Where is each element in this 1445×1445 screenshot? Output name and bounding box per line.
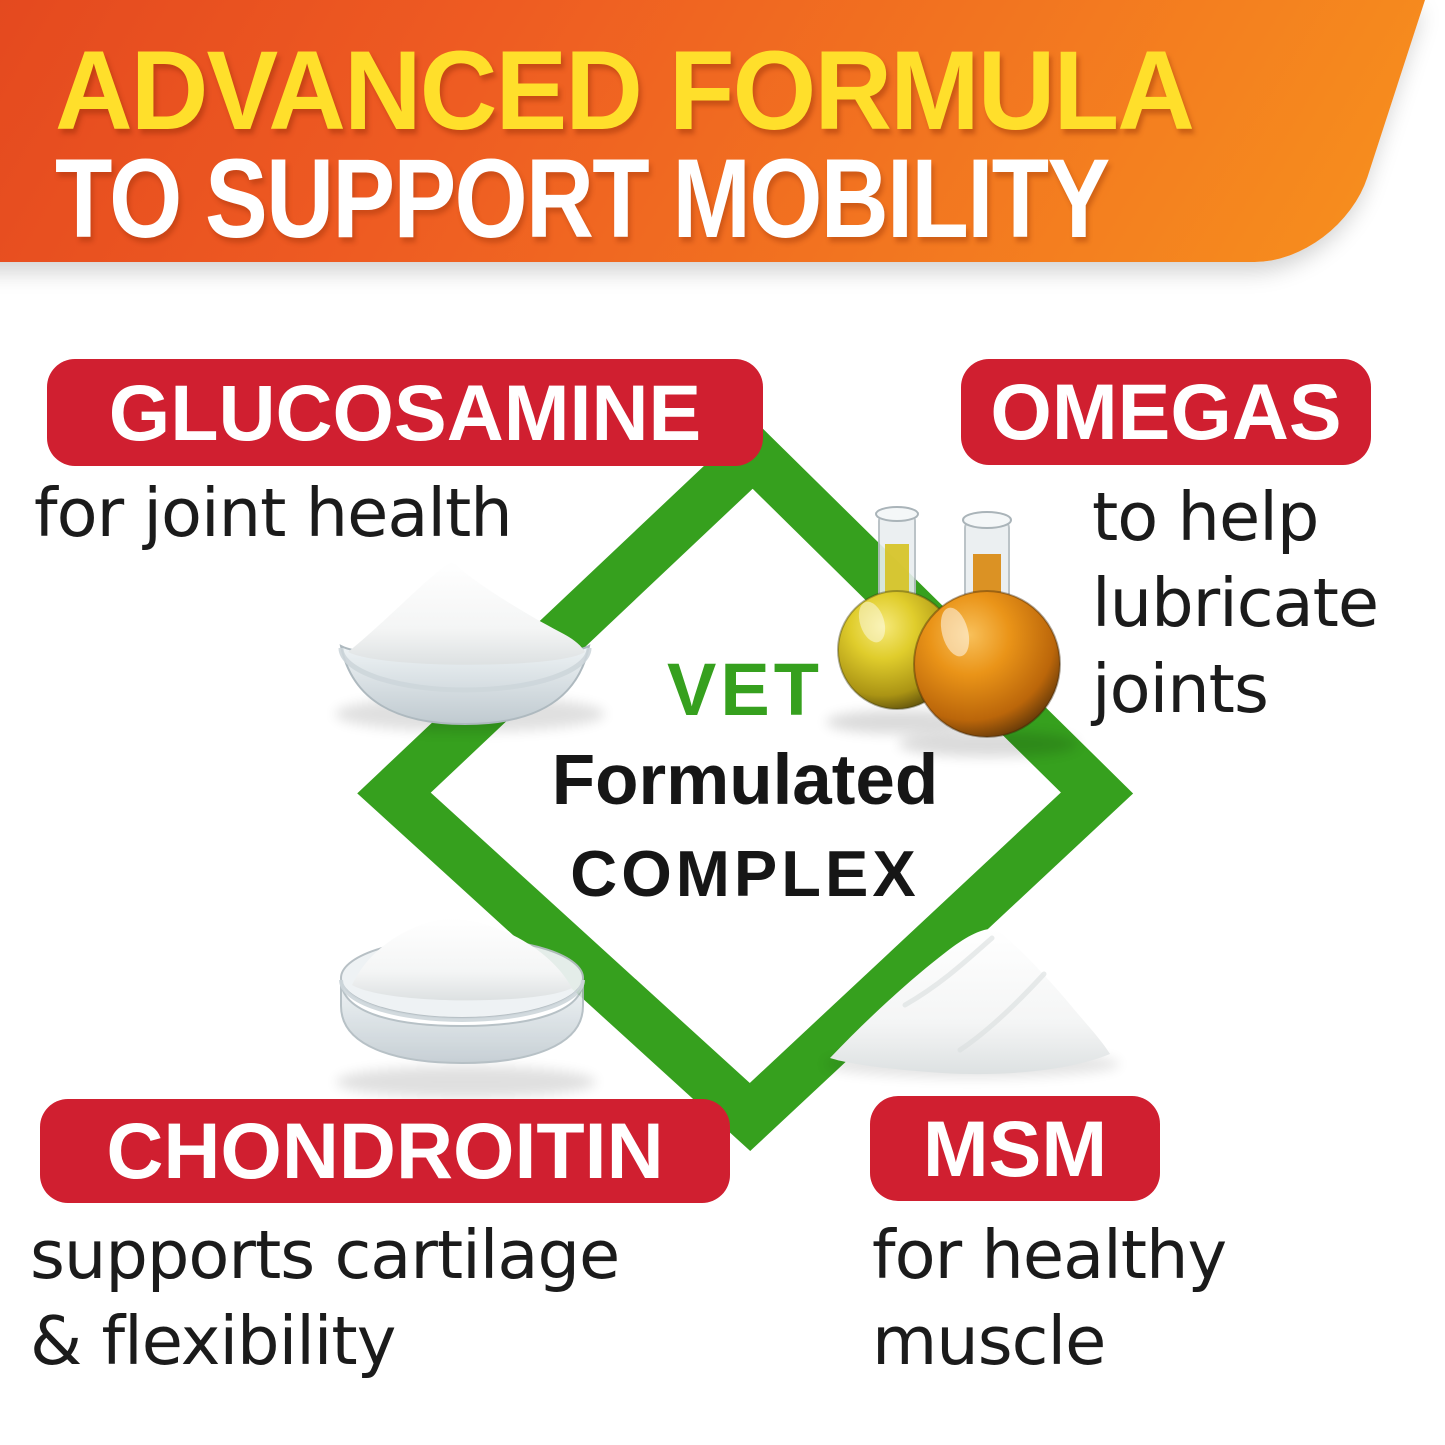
glucosamine-description: for joint health (34, 470, 513, 556)
msm-description: for healthy muscle (872, 1212, 1227, 1384)
description-line: supports cartilage (30, 1216, 620, 1294)
chondroitin-badge: CHONDROITIN (40, 1099, 730, 1203)
center-caption-complex: COMPLEX (570, 837, 920, 910)
description-line: muscle (872, 1302, 1106, 1380)
center-caption-formulated: Formulated (551, 741, 939, 820)
description-line: joints (1092, 650, 1269, 728)
description-line: to help (1092, 478, 1319, 556)
omegas-badge: OMEGAS (961, 359, 1371, 465)
description-line: & flexibility (30, 1302, 396, 1380)
glucosamine-powder-bowl-image (335, 561, 605, 732)
msm-powder-pile-image (824, 929, 1120, 1078)
omegas-description: to help lubricate joints (1092, 474, 1379, 732)
center-caption-vet: VET (667, 648, 823, 731)
header-banner: ADVANCED FORMULA TO SUPPORT MOBILITY (0, 0, 1425, 262)
header-banner-content: ADVANCED FORMULA TO SUPPORT MOBILITY (0, 0, 1425, 262)
msm-badge: MSM (870, 1096, 1160, 1201)
banner-subtitle: TO SUPPORT MOBILITY (54, 136, 1109, 261)
chondroitin-description: supports cartilage & flexibility (30, 1212, 620, 1384)
chondroitin-powder-dish-image (336, 918, 596, 1098)
center-caption: VET Formulated COMPLEX (445, 650, 1045, 910)
description-line: for joint health (34, 474, 513, 552)
glucosamine-badge: GLUCOSAMINE (47, 359, 763, 466)
description-line: lubricate (1092, 564, 1379, 642)
description-line: for healthy (872, 1216, 1227, 1294)
omega-oil-flasks-image (826, 506, 1078, 757)
